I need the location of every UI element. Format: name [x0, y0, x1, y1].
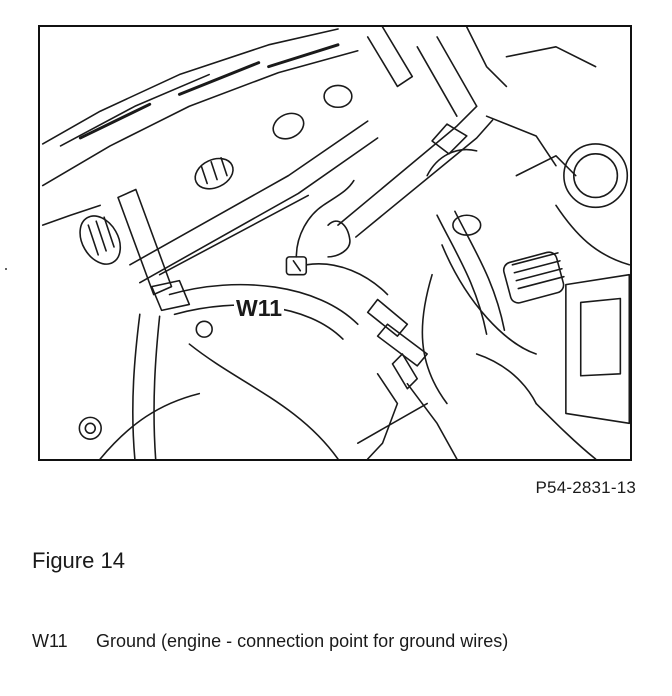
legend-item-description: Ground (engine - connection point for gr… [96, 631, 509, 651]
fuel-rail [129, 105, 494, 284]
ground-connector [285, 179, 389, 296]
engine-line-drawing [41, 27, 630, 459]
callout-w11: W11 [234, 295, 285, 321]
scan-dot [5, 268, 7, 270]
lower-hose [78, 283, 359, 459]
valve-cover [41, 28, 359, 226]
upper-tubes [366, 27, 597, 177]
center-hoses [421, 155, 577, 405]
injector-boots [79, 84, 353, 265]
figure-reference-code: P54-2831-13 [535, 478, 636, 497]
hose-clip [356, 298, 458, 459]
figure-caption: Figure 14 [32, 548, 125, 573]
legend-item: W11 Ground (engine - connection point for… [32, 631, 508, 652]
legend-item-code: W11 [32, 631, 68, 651]
bracket-left [117, 188, 191, 312]
engine-illustration: W11 [38, 25, 632, 461]
right-components [502, 143, 630, 459]
